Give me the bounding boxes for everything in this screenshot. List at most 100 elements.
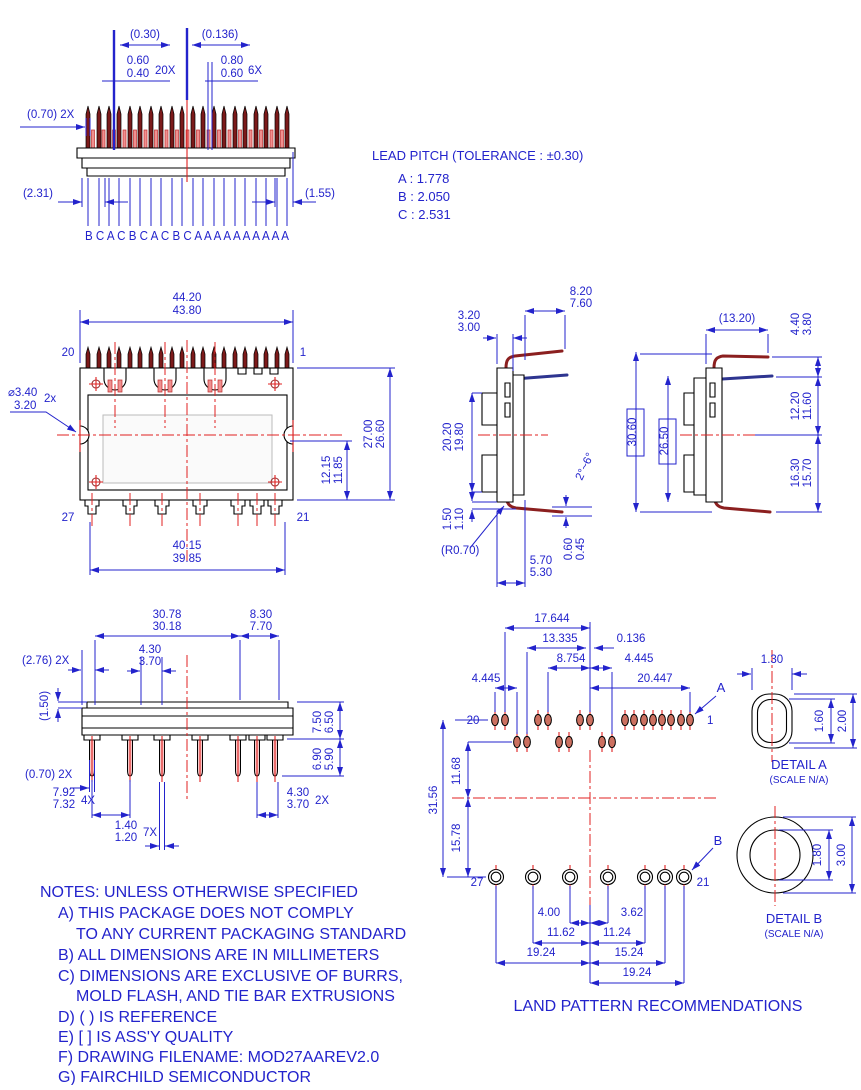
fv-notch-pins: [107, 379, 223, 393]
lp-b7: 19.24: [623, 967, 652, 979]
rv-body-h: 26.50: [659, 427, 671, 456]
dim-040: 0.40: [127, 68, 149, 80]
notes-line-5: MOLD FLASH, AND TIE BAR EXTRUSIONS: [76, 988, 395, 1005]
dim-060b: 0.60: [221, 68, 243, 80]
bv-w1-max: 30.78: [153, 609, 182, 621]
sv-thick-max: 3.20: [458, 310, 480, 322]
sv-lead-top: [504, 349, 564, 370]
bv-p1-max: 4.30: [139, 644, 161, 656]
lp-d1: 17.644: [534, 613, 570, 625]
dim-231: (2.31): [23, 188, 53, 200]
dim-20x: 20X: [155, 65, 176, 77]
dim-6x: 6X: [248, 65, 262, 77]
lp-detail-b-ref: B: [714, 833, 723, 848]
land-pattern-view: 17.644 13.335 0.136 8.754 4.445 4.445 20…: [428, 613, 802, 1015]
da-h1: 1.60: [814, 710, 826, 732]
sv-foot-max: 1.50: [442, 508, 454, 530]
lp-b3: 11.62: [547, 927, 575, 939]
fv-width-max: 44.20: [173, 292, 202, 304]
bv-p3-min: 1.20: [115, 832, 137, 844]
rv-bot-min: 15.70: [802, 459, 814, 488]
dim-080: 0.80: [221, 55, 243, 67]
pin-extension-lines: [87, 178, 288, 226]
lp-b6: 15.24: [615, 947, 644, 959]
bv-p4-max: 4.30: [287, 787, 309, 799]
notes-block: NOTES: UNLESS OTHERWISE SPECIFIED A) THI…: [40, 884, 406, 1086]
bv-feet: [83, 734, 284, 741]
lp-d5: 4.445: [625, 653, 654, 665]
rv-bot-max: 16.30: [790, 459, 802, 488]
rv-top-max: 4.40: [790, 313, 802, 335]
bv-p4-min: 3.70: [287, 799, 309, 811]
fv-width-min: 43.80: [173, 305, 202, 317]
lp-b4: 11.24: [603, 927, 632, 939]
rv-lead-ref: (13.20): [719, 313, 756, 325]
bv-h2-max: 6.90: [312, 748, 324, 770]
bv-h1-max: 7.50: [312, 711, 324, 733]
bv-w2-min: 7.70: [250, 621, 272, 633]
rv-mid-min: 11.60: [802, 392, 814, 420]
bv-p3-max: 1.40: [115, 820, 137, 832]
detail-a-scale: (SCALE N/A): [770, 775, 829, 786]
da-h2: 2.00: [837, 710, 849, 732]
rv-mid-max: 12.20: [790, 392, 802, 421]
fv-bottom-stubs: [84, 499, 283, 515]
notes-line-7: E) [ ] IS ASS'Y QUALITY: [58, 1029, 234, 1046]
bv-h2-min: 5.90: [324, 748, 336, 770]
bv-p1-min: 3.70: [139, 656, 161, 668]
rv-top-min: 3.80: [802, 313, 814, 335]
fv-bodyw-max: 40.15: [173, 540, 202, 552]
bv-p2-max: 7.92: [53, 787, 75, 799]
notes-line-4: C) DIMENSIONS ARE EXCLUSIVE OF BURRS,: [58, 968, 403, 985]
rv-lead-mid: [720, 374, 774, 381]
detail-b: 1.80 3.00 DETAIL B (SCALE N/A): [736, 806, 856, 940]
sv-body-max: 20.20: [442, 423, 454, 452]
fv-hole-qty: 2x: [44, 393, 56, 405]
bv-p3-qty: 7X: [143, 827, 157, 839]
lp-pin1: 1: [707, 715, 713, 727]
side-view: 8.20 7.60 3.20 3.00 20.20 19.80 1.50 1.1…: [441, 286, 597, 587]
notes-line-9: G) FAIRCHILD SEMICONDUCTOR: [58, 1069, 311, 1085]
db-d1: 1.80: [812, 844, 824, 866]
detail-a: 1.30 1.60 2.00 DETAIL A (SCALE N/A): [737, 650, 857, 786]
lp-bottom-extension-lines: [495, 886, 685, 983]
lead-pitch-table: LEAD PITCH (TOLERANCE : ±0.30) A : 1.778…: [372, 148, 583, 222]
lp-d3: 0.136: [617, 633, 646, 645]
bv-p2-qty: 4X: [81, 795, 95, 807]
lead-pitch-b: B : 2.050: [398, 189, 450, 204]
bv-p2-min: 7.32: [53, 799, 75, 811]
notes-line-3: B) ALL DIMENSIONS ARE IN MILLIMETERS: [58, 947, 379, 964]
sv-leadbot-min: 5.30: [530, 567, 552, 579]
sv-thick-min: 3.00: [458, 322, 480, 334]
lp-d7: 20.447: [637, 673, 672, 685]
lp-v1: 31.56: [428, 786, 440, 815]
bv-ref150: (1.50): [39, 691, 51, 721]
bv-p4-qty: 2X: [315, 795, 329, 807]
notes-line-8: F) DRAWING FILENAME: MOD27AAREV2.0: [58, 1049, 379, 1066]
top-view-pins: [85, 105, 290, 151]
lead-pitch-title: LEAD PITCH (TOLERANCE : ±0.30): [372, 148, 583, 163]
fv-height-max: 27.00: [363, 420, 375, 449]
lp-b1: 4.00: [538, 907, 560, 919]
fv-height-min: 26.60: [375, 420, 387, 449]
rv-total-h: 30.60: [627, 418, 639, 447]
detail-a-title: DETAIL A: [771, 757, 827, 772]
detail-b-title: DETAIL B: [766, 911, 822, 926]
dim-030: (0.30): [130, 29, 160, 41]
lp-b2: 3.62: [621, 907, 643, 919]
lp-d4: 8.754: [557, 653, 586, 665]
da-w: 1.30: [761, 654, 783, 666]
lp-d6: 4.445: [472, 673, 501, 685]
bv-w1-min: 30.18: [153, 621, 182, 633]
sv-leadt-min: 0.45: [575, 538, 587, 560]
fv-hole-min: 3.20: [14, 400, 36, 412]
bv-ref070: (0.70) 2X: [25, 769, 73, 781]
notes-line-6: D) ( ) IS REFERENCE: [58, 1009, 217, 1026]
lead-pitch-c: C : 2.531: [398, 207, 451, 222]
front-view: 44.20 43.80 20 1 ⌀3.40 3.20 2x 27.00 26.…: [8, 292, 395, 575]
pitch-reference-lines: [112, 28, 189, 150]
dim-0136: (0.136): [202, 29, 239, 41]
